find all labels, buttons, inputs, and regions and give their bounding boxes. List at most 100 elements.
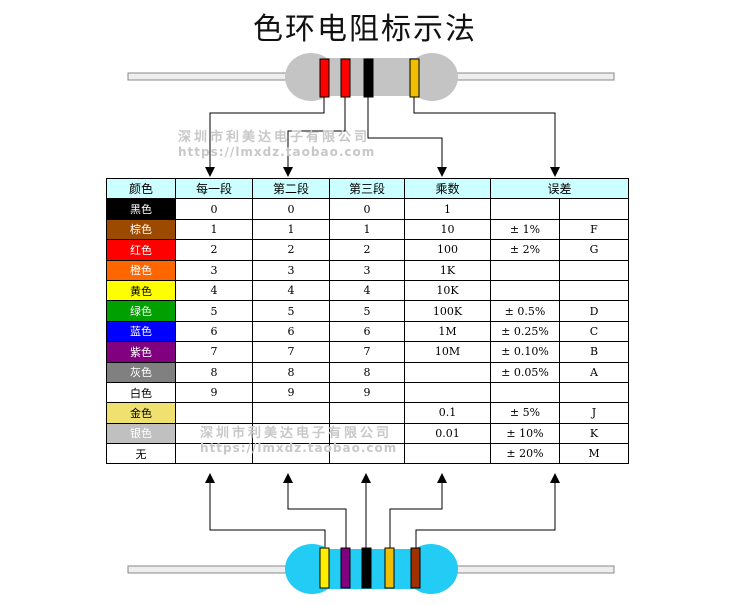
- tolerance-cell: ± 0.05%: [490, 361, 560, 383]
- digit-2-cell: 2: [252, 239, 330, 261]
- digit-2-cell: 3: [252, 259, 330, 281]
- tolerance-code-cell: C: [559, 320, 629, 343]
- digit-3-cell: 2: [329, 239, 405, 261]
- multiplier-cell: 100: [404, 239, 491, 261]
- digit-3-cell: [329, 402, 405, 424]
- top-band-1: [319, 58, 330, 98]
- multiplier-cell: [404, 443, 491, 465]
- watermark-top: 深圳市利美达电子有限公司 https://lmxdz.taobao.com: [178, 126, 375, 159]
- multiplier-cell: [404, 381, 491, 404]
- multiplier-cell: 1K: [404, 259, 491, 281]
- digit-1-cell: 4: [175, 279, 253, 302]
- tolerance-cell: ± 10%: [490, 422, 560, 445]
- tolerance-code-cell: [559, 279, 629, 302]
- color-swatch: 红色: [106, 239, 176, 261]
- digit-1-cell: 6: [175, 320, 253, 343]
- tolerance-code-cell: G: [559, 239, 629, 261]
- header-multiplier: 乘数: [404, 177, 491, 200]
- watermark-url: https://lmxdz.taobao.com: [178, 145, 376, 159]
- header-tolerance: 误差: [490, 177, 629, 200]
- tolerance-cell: [490, 259, 560, 281]
- color-swatch: 银色: [106, 422, 176, 445]
- digit-1-cell: 7: [175, 341, 253, 363]
- multiplier-cell: 1M: [404, 320, 491, 343]
- digit-3-cell: 6: [329, 320, 405, 343]
- bottom-connectors: [209, 482, 556, 548]
- digit-3-cell: 7: [329, 341, 405, 363]
- multiplier-cell: 1: [404, 198, 491, 220]
- top-band-4: [409, 58, 420, 98]
- tolerance-cell: ± 0.5%: [490, 300, 560, 322]
- page-title: 色环电阻标示法: [253, 12, 477, 47]
- top-resistor: [127, 53, 615, 101]
- tolerance-code-cell: [559, 381, 629, 404]
- tolerance-cell: [490, 198, 560, 220]
- watermark-company: 深圳市利美达电子有限公司: [178, 130, 371, 145]
- digit-2-cell: 4: [252, 279, 330, 302]
- tolerance-code-cell: B: [559, 341, 629, 363]
- digit-3-cell: 8: [329, 361, 405, 383]
- digit-2-cell: 0: [252, 198, 330, 220]
- multiplier-cell: 10K: [404, 279, 491, 302]
- watermark-company: 深圳市利美达电子有限公司: [200, 426, 393, 441]
- digit-2-cell: 9: [252, 381, 330, 404]
- header-second-band: 第二段: [252, 177, 330, 200]
- digit-2-cell: 1: [252, 218, 330, 241]
- top-band-2: [340, 58, 351, 98]
- tolerance-cell: ± 1%: [490, 218, 560, 241]
- digit-3-cell: 4: [329, 279, 405, 302]
- digit-3-cell: 1: [329, 218, 405, 241]
- digit-1-cell: 3: [175, 259, 253, 281]
- bottom-band-3: [361, 547, 372, 589]
- watermark-middle: 深圳市利美达电子有限公司 https://lmxdz.taobao.com: [200, 422, 397, 455]
- digit-3-cell: 9: [329, 381, 405, 404]
- digit-3-cell: 5: [329, 300, 405, 322]
- header-first-band: 每一段: [175, 177, 253, 200]
- tolerance-code-cell: K: [559, 422, 629, 445]
- digit-2-cell: 5: [252, 300, 330, 322]
- tolerance-code-cell: [559, 259, 629, 281]
- top-band-3: [363, 58, 374, 98]
- top-arrowheads: [205, 167, 560, 177]
- color-swatch: 绿色: [106, 300, 176, 322]
- multiplier-cell: 10M: [404, 341, 491, 363]
- multiplier-cell: 10: [404, 218, 491, 241]
- bottom-arrowheads: [205, 473, 560, 483]
- digit-1-cell: 1: [175, 218, 253, 241]
- digit-3-cell: 0: [329, 198, 405, 220]
- color-swatch: 紫色: [106, 341, 176, 363]
- bottom-band-5: [410, 547, 421, 589]
- color-swatch: 棕色: [106, 218, 176, 241]
- tolerance-code-cell: A: [559, 361, 629, 383]
- digit-1-cell: 0: [175, 198, 253, 220]
- table-row: 银色 0.01± 10%K: [106, 422, 629, 445]
- digit-1-cell: 9: [175, 381, 253, 404]
- color-swatch: 蓝色: [106, 320, 176, 343]
- tolerance-cell: [490, 381, 560, 404]
- top-connectors: [209, 97, 556, 168]
- watermark-url: https://lmxdz.taobao.com: [200, 441, 398, 455]
- color-swatch: 黄色: [106, 279, 176, 302]
- bottom-resistor: [127, 544, 615, 594]
- multiplier-cell: 0.01: [404, 422, 491, 445]
- multiplier-cell: [404, 361, 491, 383]
- color-swatch: 无: [106, 443, 176, 465]
- color-swatch: 黑色: [106, 198, 176, 220]
- bottom-band-4: [384, 547, 395, 589]
- color-swatch: 白色: [106, 381, 176, 404]
- tolerance-code-cell: J: [559, 402, 629, 424]
- table-header-row: 颜色 每一段 第二段 第三段 乘数 误差: [106, 177, 629, 200]
- tolerance-cell: ± 5%: [490, 402, 560, 424]
- tolerance-code-cell: [559, 198, 629, 220]
